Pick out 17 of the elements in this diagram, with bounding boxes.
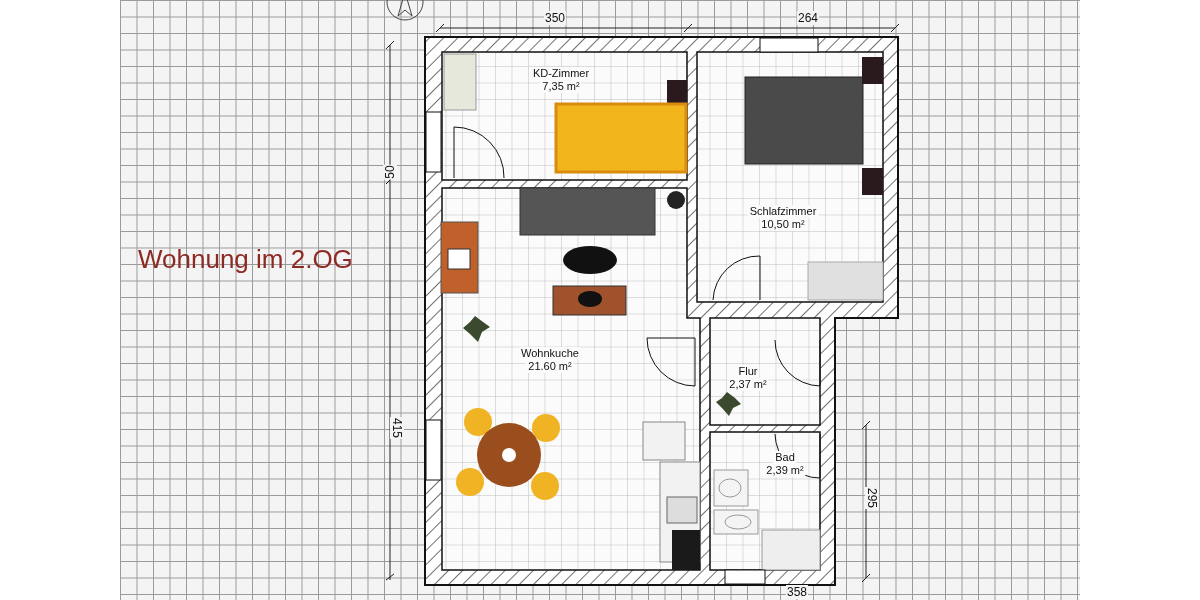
room-name: Schlafzimmer <box>747 205 819 219</box>
room-name: Wohnkuche <box>519 347 581 361</box>
dimension-label: 350 <box>544 11 566 25</box>
room-area: 21.60 m² <box>526 360 574 374</box>
dimension-label: 295 <box>865 487 879 509</box>
plan-title: Wohnung im 2.OG <box>138 244 353 275</box>
room-name: Bad <box>773 451 797 465</box>
room-name: KD-Zimmer <box>530 67 592 81</box>
room-area: 10,50 m² <box>759 218 807 232</box>
room-area: 2,37 m² <box>727 378 769 392</box>
dimension-label: 415 <box>390 417 404 439</box>
room-area: 2,39 m² <box>764 464 806 478</box>
room-name: Flur <box>736 365 760 379</box>
dimension-label: 358 <box>786 585 808 599</box>
dimension-label: 264 <box>797 11 819 25</box>
room-area: 7,35 m² <box>540 80 582 94</box>
dimension-label: 50 <box>383 164 397 180</box>
